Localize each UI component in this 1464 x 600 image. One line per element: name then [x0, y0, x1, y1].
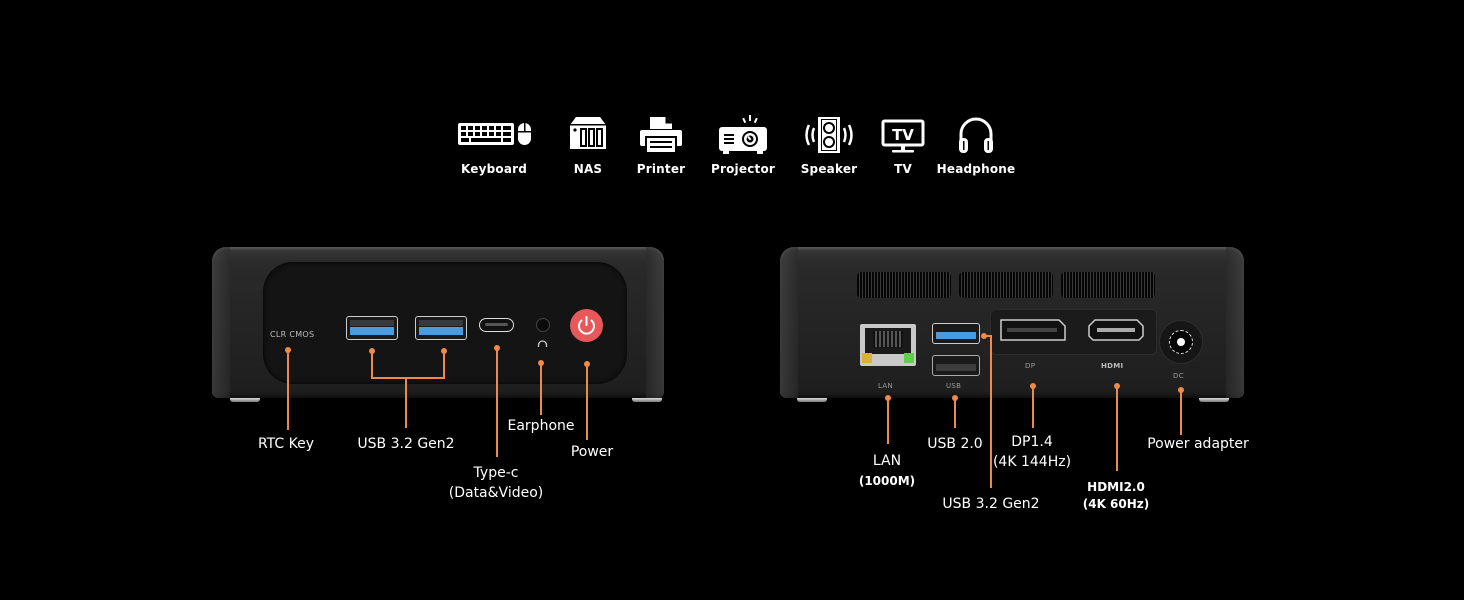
- rear-foot-left: [797, 398, 827, 402]
- keyboard-mouse-icon: [458, 123, 531, 145]
- device-label: NAS: [573, 162, 603, 176]
- dc-jack: [1159, 320, 1203, 364]
- callout-line: [443, 351, 445, 378]
- device-tv: TV TV: [858, 115, 948, 176]
- printer-icon: [640, 117, 682, 154]
- rear-usb32-port: [932, 323, 980, 344]
- callout-line: [371, 377, 445, 379]
- tv-glyph: TV: [892, 126, 914, 144]
- rear-foot-right: [1199, 398, 1229, 402]
- dp-print: DP: [1025, 362, 1036, 370]
- vent-grille-1: [857, 272, 951, 298]
- callout-line: [405, 377, 407, 428]
- audio-jack: [536, 318, 550, 332]
- callout-usb32-front: USB 3.2 Gen2: [357, 436, 455, 452]
- callout-line: [371, 351, 373, 378]
- usb-print: USB: [946, 382, 962, 390]
- callout-power-adapter: Power adapter: [1147, 436, 1249, 452]
- device-speaker: Speaker: [784, 115, 874, 176]
- device-label: Projector: [710, 162, 776, 176]
- callout-line: [1180, 390, 1182, 435]
- tv-icon: TV: [881, 119, 925, 153]
- hdmi-print: HDMI: [1101, 362, 1124, 370]
- callout-line: [586, 364, 588, 440]
- dc-print: DC: [1173, 372, 1184, 380]
- callout-line: [984, 335, 992, 337]
- callout-dp: DP1.4: [1011, 434, 1053, 450]
- callout-lan: LAN: [872, 453, 902, 469]
- callout-rtc-key: RTC Key: [257, 436, 315, 452]
- front-foot-right: [632, 398, 662, 402]
- hdmi-port: [1088, 319, 1144, 341]
- device-label: Printer: [636, 162, 686, 176]
- callout-line: [496, 348, 498, 457]
- callout-power: Power: [570, 444, 614, 460]
- callout-lan-sub: (1000M): [858, 474, 916, 488]
- device-projector: Projector: [698, 115, 788, 176]
- callout-line: [887, 398, 889, 444]
- device-headphone: Headphone: [931, 115, 1021, 176]
- nas-icon: [570, 117, 606, 149]
- rear-usb20-port: [932, 355, 980, 376]
- headphone-icon: [959, 117, 993, 153]
- lan-print: LAN: [878, 382, 893, 390]
- device-printer: Printer: [616, 115, 706, 176]
- power-icon: [578, 316, 595, 335]
- callout-line: [990, 335, 992, 488]
- callout-line: [540, 363, 542, 415]
- callout-hdmi-sub: (4K 60Hz): [1082, 497, 1150, 511]
- headset-glyph-icon: [537, 340, 548, 347]
- vent-grille-2: [959, 272, 1053, 298]
- callout-dp-sub: (4K 144Hz): [992, 454, 1072, 470]
- callout-hdmi: HDMI2.0: [1087, 480, 1145, 494]
- callout-usb20: USB 2.0: [927, 436, 983, 452]
- usb-a-port-1: [346, 316, 398, 340]
- callout-line: [954, 398, 956, 428]
- device-label: Speaker: [800, 162, 858, 176]
- device-label: Keyboard: [460, 162, 528, 176]
- projector-icon: [719, 115, 767, 154]
- device-label: TV: [894, 162, 912, 176]
- callout-line: [1116, 386, 1118, 471]
- device-nas: NAS: [543, 115, 633, 176]
- usb-c-port: [479, 318, 514, 332]
- device-label: Headphone: [936, 162, 1016, 176]
- clr-cmos-text: CLR CMOS: [270, 330, 315, 339]
- callout-line: [287, 350, 289, 430]
- callout-usb32-rear: USB 3.2 Gen2: [942, 496, 1040, 512]
- speaker-icon: [805, 117, 853, 153]
- front-foot-left: [230, 398, 260, 402]
- callout-type-c-sub: (Data&Video): [448, 485, 544, 501]
- usb-a-port-2: [415, 316, 467, 340]
- callout-earphone: Earphone: [507, 418, 575, 434]
- displayport-port: [1000, 319, 1066, 341]
- callout-line: [1032, 386, 1034, 428]
- lan-port: [860, 324, 916, 366]
- callout-type-c: Type-c: [473, 465, 519, 481]
- power-button[interactable]: [570, 309, 603, 342]
- vent-grille-3: [1061, 272, 1155, 298]
- device-keyboard: Keyboard: [449, 115, 539, 176]
